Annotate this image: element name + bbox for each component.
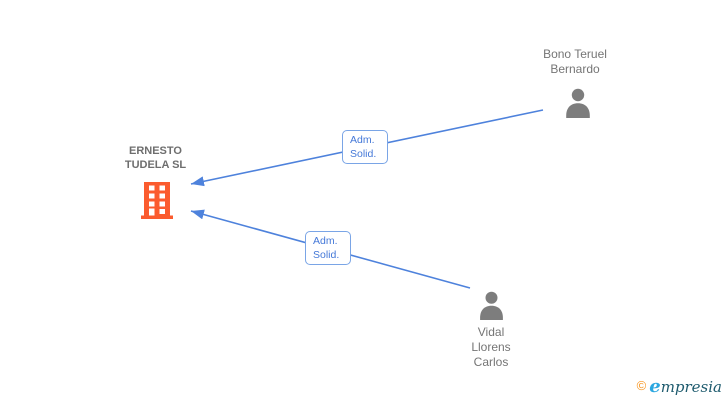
person-name-line: Bono Teruel: [543, 47, 607, 61]
brand-name: mpresia: [660, 378, 722, 396]
person-node-vidal[interactable]: [477, 291, 506, 320]
edge-label-adm-solid-bottom: Adm. Solid.: [305, 231, 351, 265]
person-icon: [480, 291, 503, 320]
person-node-bono[interactable]: [563, 88, 593, 118]
edge-label-line: Adm.: [313, 235, 338, 247]
person-name-line: Bernardo: [550, 62, 600, 76]
company-name-label: ERNESTO TUDELA SL: [108, 144, 203, 172]
person-name-line: Vidal: [477, 325, 505, 339]
edge-label-line: Adm.: [350, 134, 375, 146]
person-name-label-bono: Bono Teruel Bernardo: [525, 47, 625, 77]
person-name-line: Llorens: [471, 340, 511, 354]
copyright-icon: ©: [636, 378, 647, 393]
person-name-line: Carlos: [473, 355, 509, 369]
building-icon: [141, 182, 173, 219]
company-name-line: ERNESTO: [129, 145, 182, 157]
brand-initial: e: [649, 376, 661, 397]
company-name-line: TUDELA SL: [124, 159, 187, 171]
person-icon: [566, 88, 590, 118]
edge-label-line: Solid.: [313, 249, 340, 261]
company-node[interactable]: [141, 182, 173, 219]
person-name-label-vidal: Vidal Llorens Carlos: [441, 325, 541, 370]
edge-label-line: Solid.: [350, 148, 377, 160]
empresia-logo[interactable]: ©empresia: [637, 376, 722, 397]
edge-label-adm-solid-top: Adm. Solid.: [342, 130, 388, 164]
